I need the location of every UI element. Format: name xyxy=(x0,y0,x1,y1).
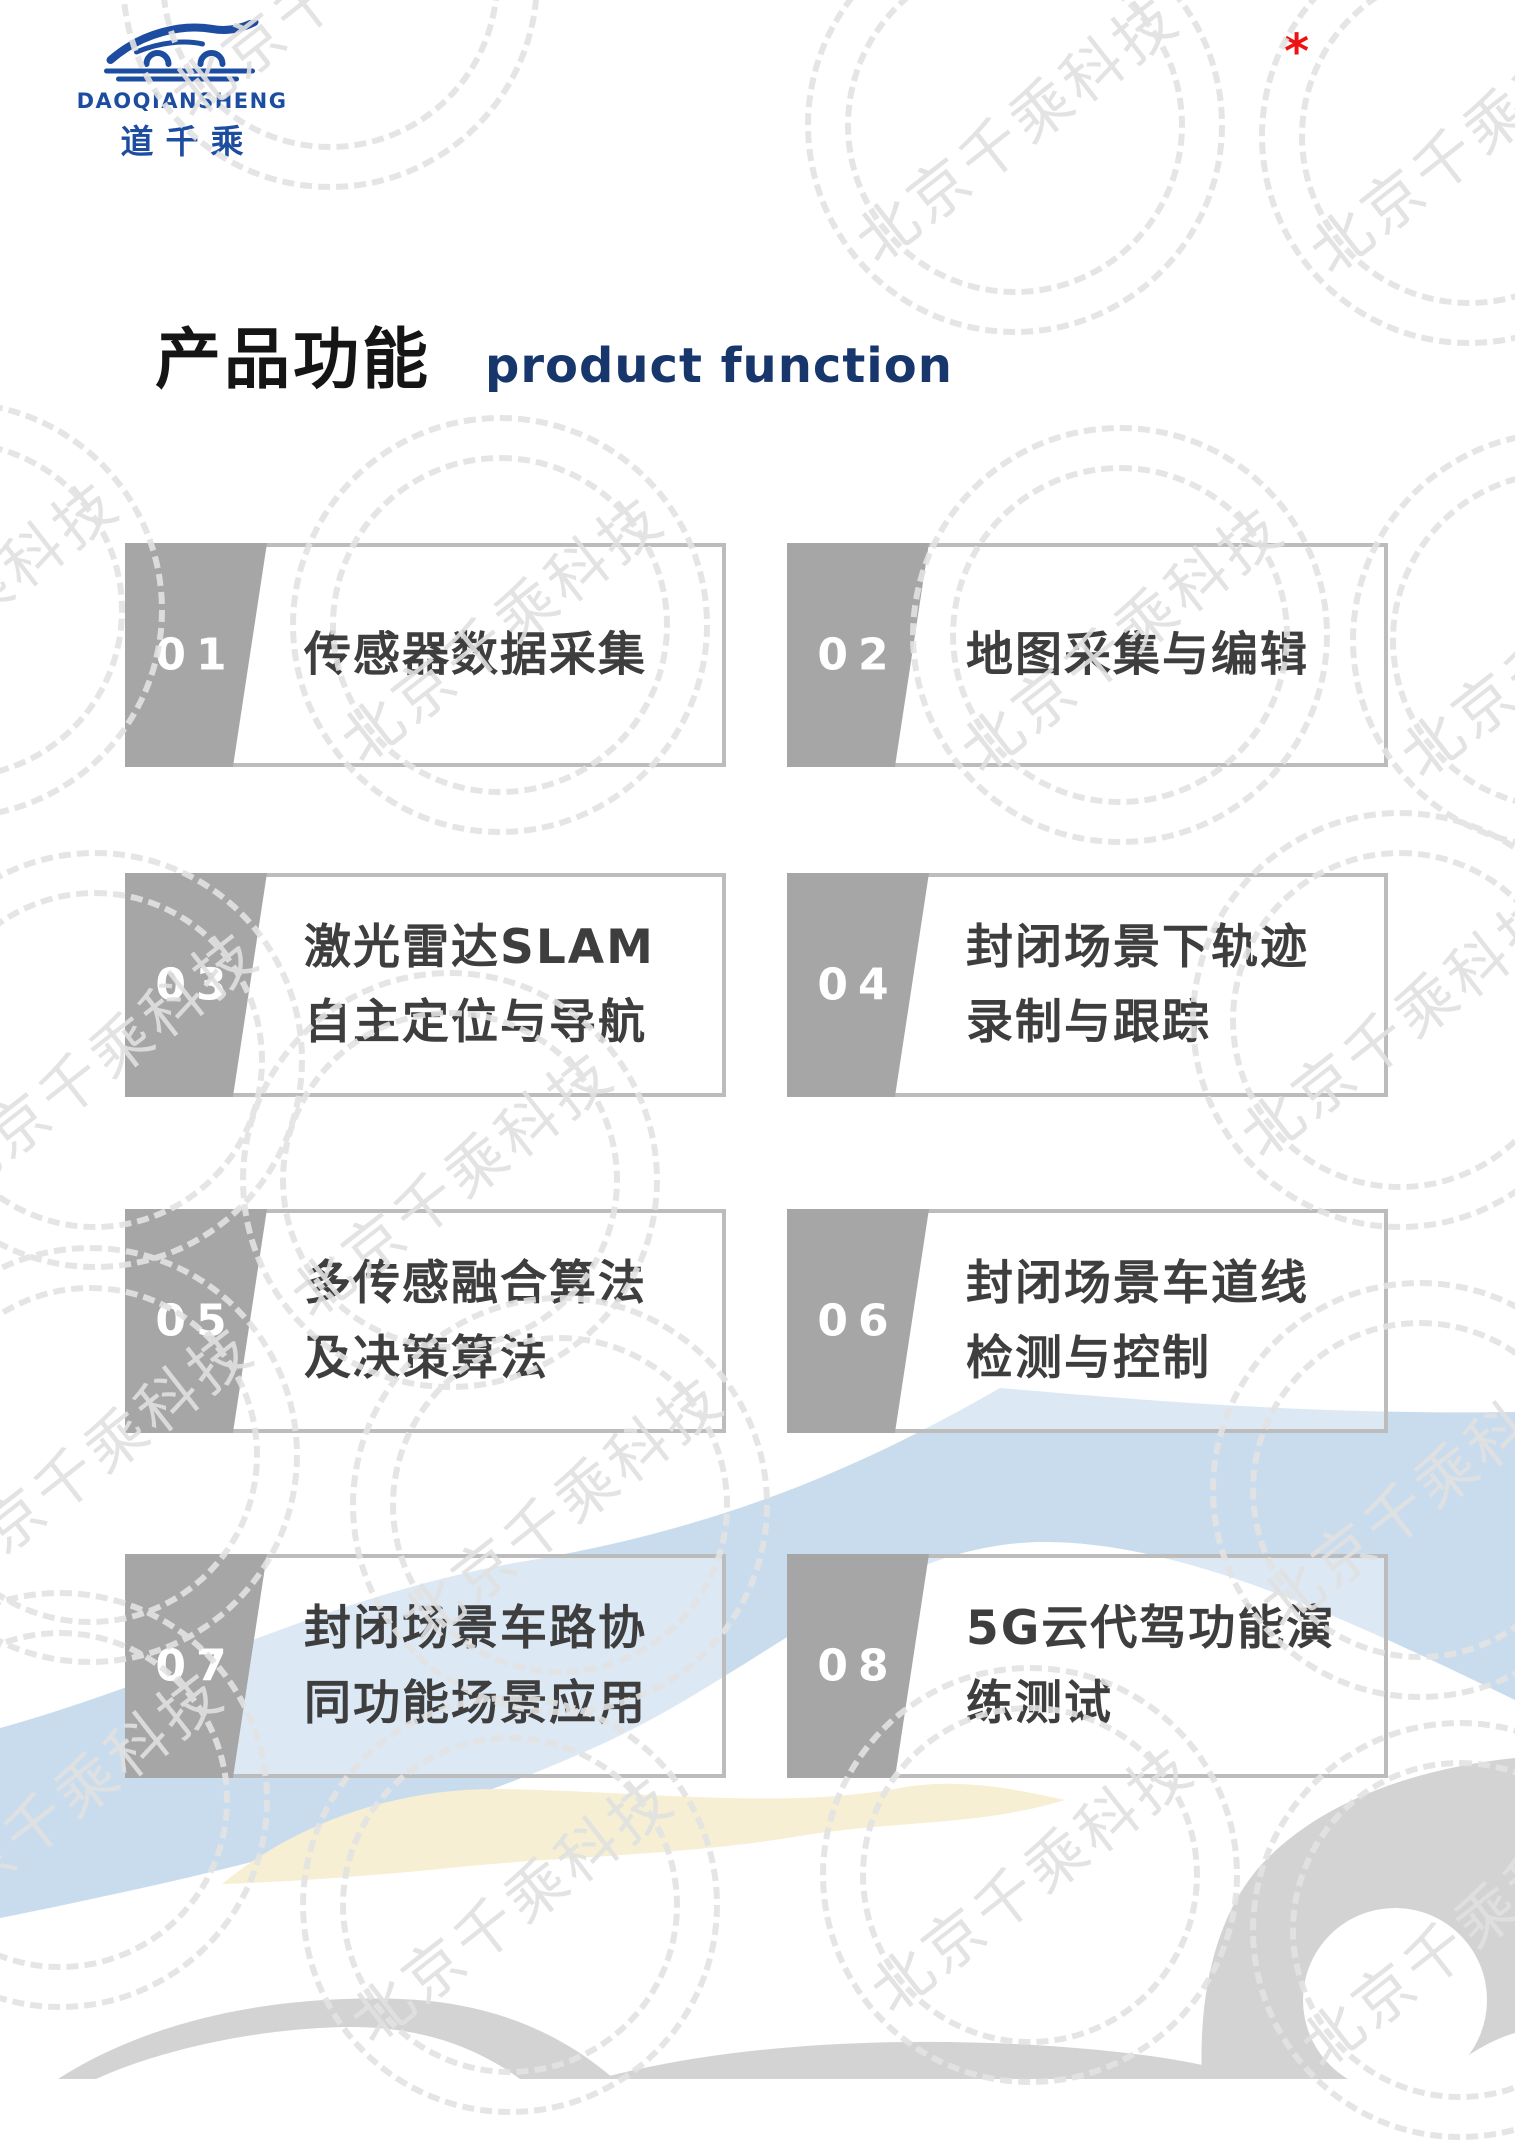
card-title-line: 同功能场景应用 xyxy=(304,1666,708,1741)
card-title: 封闭场景车道线 检测与控制 xyxy=(966,1246,1370,1396)
card-number: 03 xyxy=(129,960,255,1011)
logo: DAOQIANSHENG 道千乘 xyxy=(82,20,282,163)
feature-card-04: 04 封闭场景下轨迹 录制与跟踪 xyxy=(787,873,1388,1097)
card-number: 08 xyxy=(791,1641,917,1692)
section-title: 产品功能 product function xyxy=(155,306,953,402)
card-title-line: 练测试 xyxy=(966,1666,1370,1741)
card-title: 传感器数据采集 xyxy=(304,618,708,693)
card-title: 地图采集与编辑 xyxy=(966,618,1370,693)
logo-brand-en: DAOQIANSHENG xyxy=(77,89,288,113)
card-number: 01 xyxy=(129,630,255,681)
card-title-line: 封闭场景车道线 xyxy=(966,1246,1370,1321)
card-title-line: 传感器数据采集 xyxy=(304,618,708,693)
feature-card-02: 02 地图采集与编辑 xyxy=(787,543,1388,767)
card-title-line: 检测与控制 xyxy=(966,1321,1370,1396)
feature-card-06: 06 封闭场景车道线 检测与控制 xyxy=(787,1209,1388,1433)
card-number: 04 xyxy=(791,960,917,1011)
card-number: 06 xyxy=(791,1296,917,1347)
page-title-en: product function xyxy=(485,338,953,394)
card-number: 02 xyxy=(791,630,917,681)
card-number: 05 xyxy=(129,1296,255,1347)
card-title-line: 地图采集与编辑 xyxy=(966,618,1370,693)
card-title-line: 及决策算法 xyxy=(304,1321,708,1396)
feature-card-07: 07 封闭场景车路协 同功能场景应用 xyxy=(125,1554,726,1778)
gray-wave-left xyxy=(58,1998,614,2079)
card-title: 激光雷达SLAM 自主定位与导航 xyxy=(304,910,708,1060)
card-number: 07 xyxy=(129,1641,255,1692)
card-title-line: 录制与跟踪 xyxy=(966,985,1370,1060)
card-title: 封闭场景下轨迹 录制与跟踪 xyxy=(966,910,1370,1060)
card-title-line: 多传感融合算法 xyxy=(304,1246,708,1321)
page-title-cn: 产品功能 xyxy=(155,306,431,402)
feature-card-03: 03 激光雷达SLAM 自主定位与导航 xyxy=(125,873,726,1097)
card-title-line: 封闭场景下轨迹 xyxy=(966,910,1370,985)
gray-wave-bottom xyxy=(598,2042,1220,2079)
card-title-line: 激光雷达SLAM xyxy=(304,910,708,985)
car-swoosh-icon xyxy=(100,20,265,86)
feature-card-05: 05 多传感融合算法 及决策算法 xyxy=(125,1209,726,1433)
feature-card-01: 01 传感器数据采集 xyxy=(125,543,726,767)
feature-card-08: 08 5G云代驾功能演 练测试 xyxy=(787,1554,1388,1778)
card-title-line: 5G云代驾功能演 xyxy=(966,1591,1370,1666)
card-title: 5G云代驾功能演 练测试 xyxy=(966,1591,1370,1741)
card-title: 封闭场景车路协 同功能场景应用 xyxy=(304,1591,708,1741)
logo-brand-cn: 道千乘 xyxy=(109,115,256,163)
card-title: 多传感融合算法 及决策算法 xyxy=(304,1246,708,1396)
card-title-line: 封闭场景车路协 xyxy=(304,1591,708,1666)
card-title-line: 自主定位与导航 xyxy=(304,985,708,1060)
asterisk-note: * xyxy=(1284,24,1309,80)
